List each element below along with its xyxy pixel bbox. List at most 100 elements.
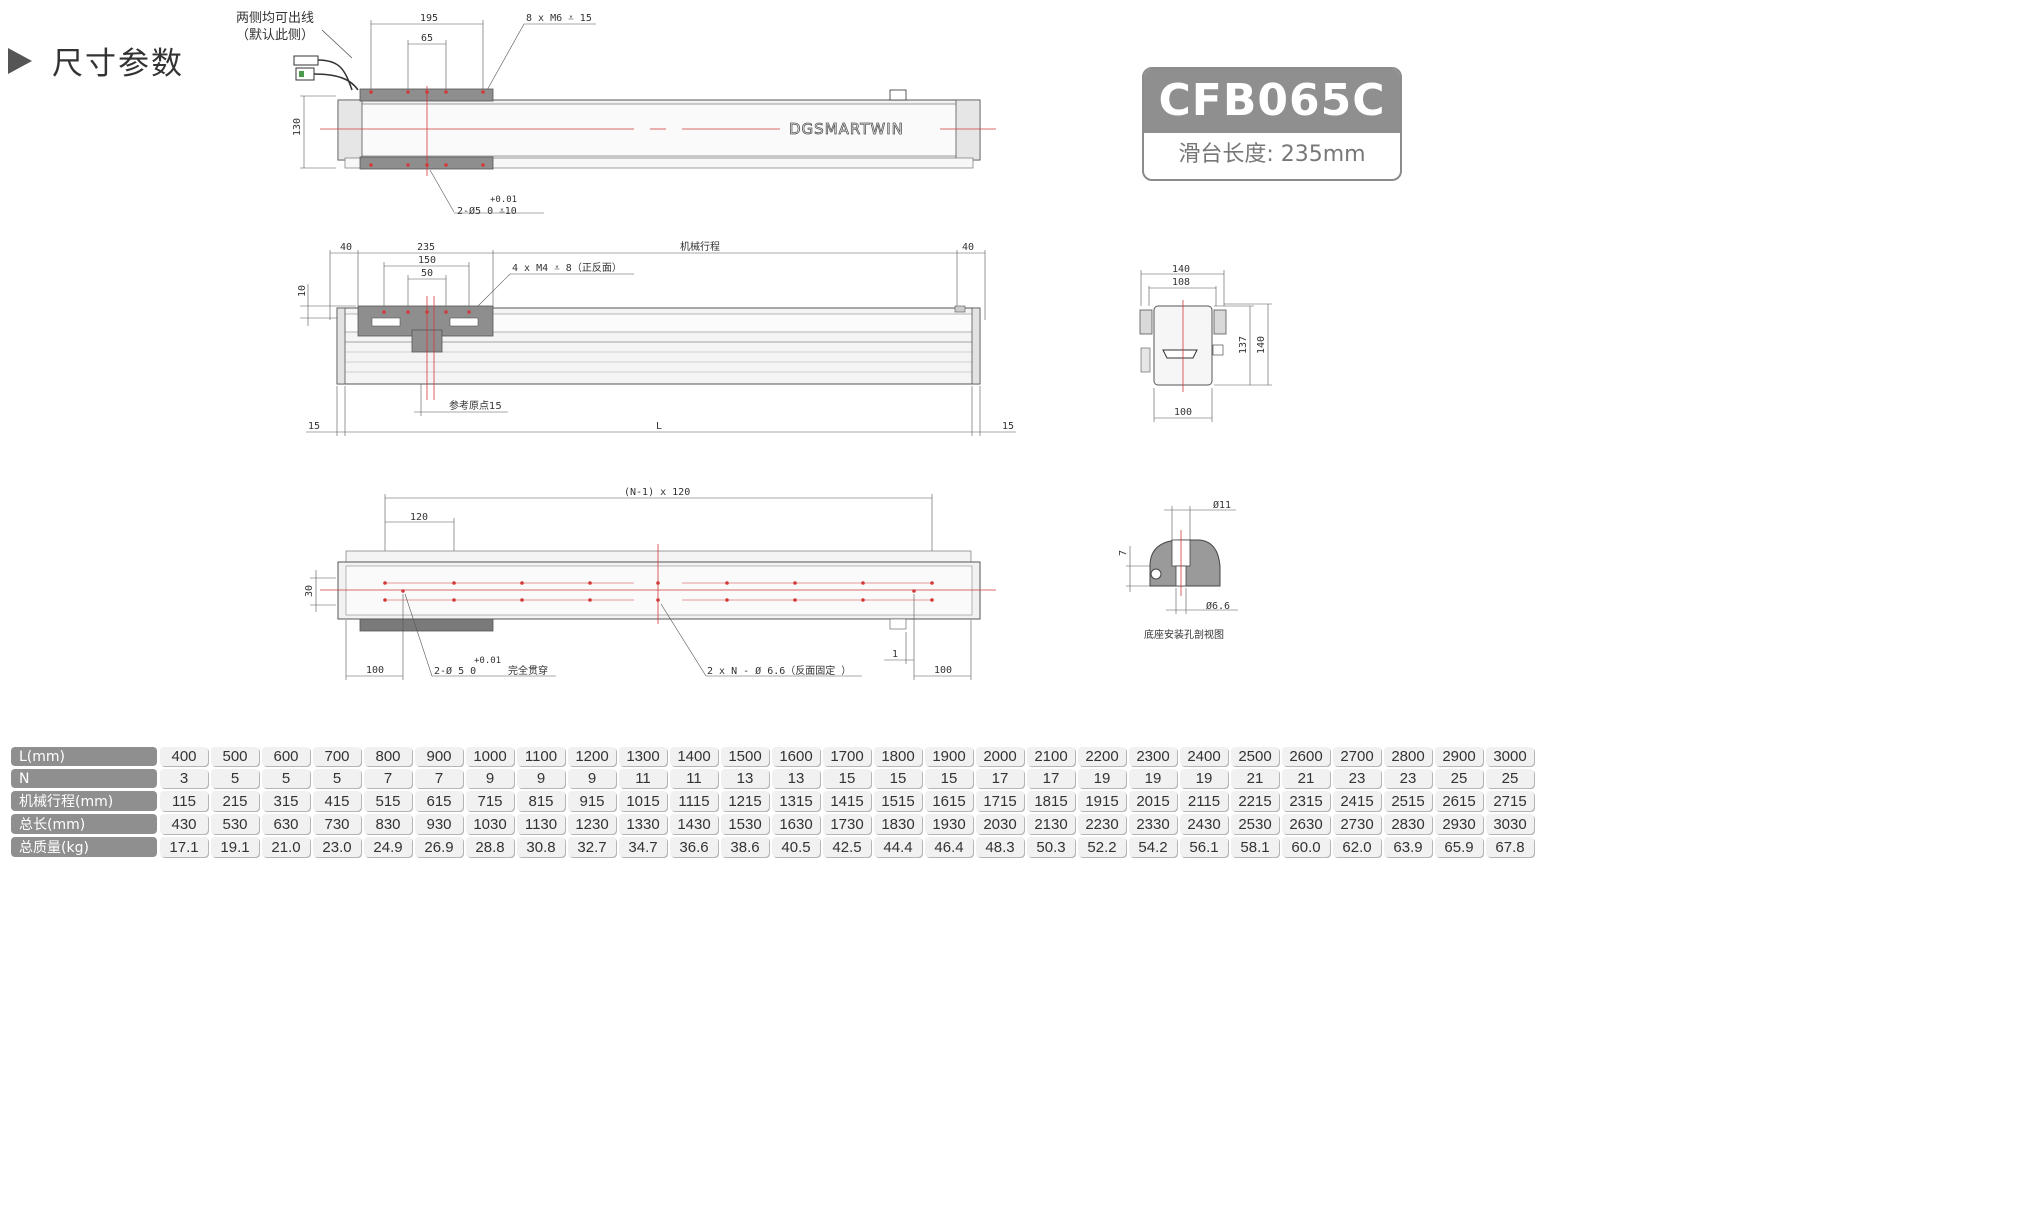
table-cell: 1500 (721, 747, 769, 766)
dim-195: 195 (420, 13, 438, 24)
table-cell: 2030 (976, 814, 1024, 834)
table-cell: 13 (721, 769, 769, 788)
section-heading: 尺寸参数 (8, 38, 184, 83)
table-cell: 1830 (874, 814, 922, 834)
table-cell: 23 (1333, 769, 1381, 788)
table-cell: 1600 (772, 747, 820, 766)
dimension-drawings: 两侧均可出线 （默认此侧） 195 65 8 x M6 ⩡ 15 DG (236, 11, 1272, 680)
table-cell: 15 (874, 769, 922, 788)
table-cell: 2115 (1180, 791, 1228, 811)
arrow-right-icon (8, 47, 32, 74)
table-cell: 9 (517, 769, 565, 788)
table-cell: 730 (313, 814, 361, 834)
dim-L: L (656, 421, 662, 432)
end-view: 140 108 137 140 100 (1139, 264, 1272, 422)
table-cell: 2330 (1129, 814, 1177, 834)
table-cell: 2930 (1435, 814, 1483, 834)
dim-1: 1 (892, 649, 898, 660)
table-cell: 2130 (1027, 814, 1075, 834)
table-cell: 30.8 (517, 837, 565, 857)
table-cell: 1230 (568, 814, 616, 834)
table-cell: 930 (415, 814, 463, 834)
pin-callout-bottom: 2-Ø 5 0 (434, 665, 476, 677)
table-cell: 2630 (1282, 814, 1330, 834)
table-cell: 1300 (619, 747, 667, 766)
table-cell: 9 (568, 769, 616, 788)
table-cell: 2300 (1129, 747, 1177, 766)
origin-label: 参考原点15 (449, 399, 502, 412)
table-cell: 7 (364, 769, 412, 788)
table-cell: 5 (313, 769, 361, 788)
table-cell: 1900 (925, 747, 973, 766)
table-cell: 5 (262, 769, 310, 788)
table-cell: 56.1 (1180, 837, 1228, 857)
pitch-label: (N-1) x 120 (624, 487, 690, 498)
dim-140-h: 140 (1256, 336, 1267, 354)
table-cell: 65.9 (1435, 837, 1483, 857)
table-cell: 1730 (823, 814, 871, 834)
table-cell: 1815 (1027, 791, 1075, 811)
table-cell: 1015 (619, 791, 667, 811)
table-cell: 2615 (1435, 791, 1483, 811)
table-cell: 26.9 (415, 837, 463, 857)
table-cell: 9 (466, 769, 514, 788)
dim-40-left: 40 (340, 242, 352, 253)
cable-note-1: 两侧均可出线 (236, 11, 314, 26)
section-title: 尺寸参数 (52, 46, 184, 82)
table-cell: 2415 (1333, 791, 1381, 811)
dim-30: 30 (304, 585, 315, 597)
table-cell: 1100 (517, 747, 565, 766)
table-cell: 815 (517, 791, 565, 811)
table-cell: 1715 (976, 791, 1024, 811)
row-header: 总质量(kg) (11, 837, 157, 857)
table-cell: 1315 (772, 791, 820, 811)
table-cell: 19 (1078, 769, 1126, 788)
table-cell: 2000 (976, 747, 1024, 766)
table-cell: 1615 (925, 791, 973, 811)
connector-icon (293, 55, 359, 91)
table-cell: 54.2 (1129, 837, 1177, 857)
side-view: 40 235 机械行程 40 150 50 4 x M4 ⩡ 8（正反面） 10 (297, 240, 1016, 436)
table-cell: 11 (670, 769, 718, 788)
table-cell: 530 (211, 814, 259, 834)
table-cell: 62.0 (1333, 837, 1381, 857)
table-cell: 2700 (1333, 747, 1381, 766)
table-cell: 3000 (1486, 747, 1534, 766)
table-cell: 17.1 (160, 837, 208, 857)
table-cell: 32.7 (568, 837, 616, 857)
table-cell: 11 (619, 769, 667, 788)
table-cell: 2900 (1435, 747, 1483, 766)
table-cell: 19 (1129, 769, 1177, 788)
table-cell: 2100 (1027, 747, 1075, 766)
table-cell: 1000 (466, 747, 514, 766)
table-cell: 2500 (1231, 747, 1279, 766)
table-cell: 2230 (1078, 814, 1126, 834)
table-cell: 48.3 (976, 837, 1024, 857)
table-cell: 3030 (1486, 814, 1534, 834)
thread-callout-side: 4 x M4 ⩡ 8（正反面） (512, 262, 622, 274)
table-cell: 415 (313, 791, 361, 811)
table-cell: 28.8 (466, 837, 514, 857)
model-name: CFB065C (1144, 69, 1400, 133)
row-header: 总长(mm) (11, 814, 157, 834)
table-cell: 2015 (1129, 791, 1177, 811)
table-cell: 2600 (1282, 747, 1330, 766)
table-cell: 2400 (1180, 747, 1228, 766)
table-cell: 63.9 (1384, 837, 1432, 857)
table-cell: 1700 (823, 747, 871, 766)
table-cell: 13 (772, 769, 820, 788)
table-cell: 515 (364, 791, 412, 811)
table-cell: 1200 (568, 747, 616, 766)
table-cell: 50.3 (1027, 837, 1075, 857)
table-cell: 715 (466, 791, 514, 811)
table-cell: 17 (976, 769, 1024, 788)
table-cell: 2215 (1231, 791, 1279, 811)
dim-7: 7 (1118, 550, 1129, 556)
dim-100-end: 100 (1174, 407, 1192, 418)
dim-15-right: 15 (1002, 421, 1014, 432)
table-cell: 1915 (1078, 791, 1126, 811)
dim-100-right: 100 (934, 665, 952, 676)
table-cell: 400 (160, 747, 208, 766)
